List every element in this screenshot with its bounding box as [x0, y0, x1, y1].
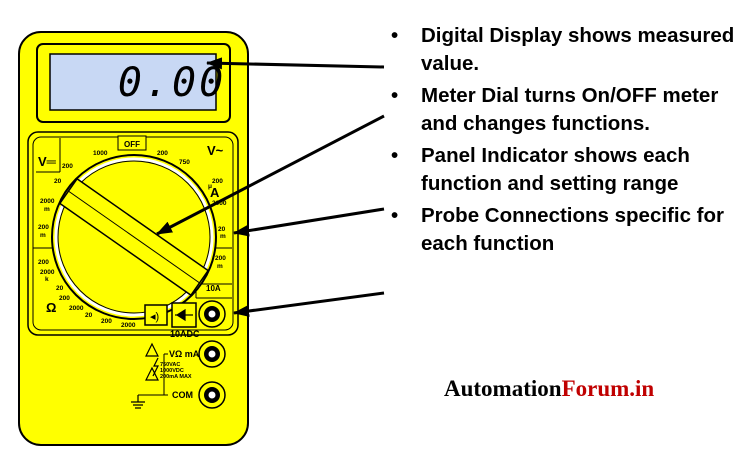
ten-adc-label: 10ADC	[170, 329, 200, 339]
warning-line-3: 200mA MAX	[160, 374, 192, 380]
scale-dca-3: 20	[218, 226, 226, 233]
scale-dca-2: 2000	[212, 200, 227, 207]
arrow-dial	[156, 114, 385, 236]
annotation-text: Meter Dial turns On/OFF meter and change…	[421, 84, 719, 135]
bullet-dot: •	[391, 204, 399, 227]
annotation-dial: • Meter Dial turns On/OFF meter and chan…	[386, 82, 746, 138]
ten-a-label: 10A	[206, 284, 221, 293]
jack-10a[interactable]	[198, 300, 226, 328]
scale-ohm-1: 2000	[40, 269, 55, 276]
scale-dcv-4: m	[44, 206, 50, 213]
annotation-panel: • Panel Indicator shows each function an…	[386, 142, 746, 198]
bullet-dot: •	[391, 24, 399, 47]
diode-icon	[175, 308, 193, 322]
pointer-arrows	[156, 57, 385, 317]
brand-part-2: Forum.in	[561, 376, 655, 401]
annotation-probes: • Probe Connections specific for each fu…	[386, 202, 746, 258]
warning-line-2: 1000VDC	[160, 368, 184, 374]
warning-triangle-icon	[145, 342, 159, 381]
current-label: A	[210, 185, 220, 200]
brand-part-1: Automation	[444, 376, 562, 401]
jack-com[interactable]	[198, 381, 226, 409]
ohm-label: Ω	[46, 300, 56, 315]
com-label: COM	[172, 390, 193, 400]
arrow-probes	[233, 291, 385, 317]
scale-dca-4: m	[220, 233, 226, 240]
bullet-dot: •	[391, 84, 399, 107]
scale-ohm-3: 20	[56, 285, 64, 292]
scale-dca-1: μ	[208, 183, 212, 190]
scale-dca-5: 200	[215, 255, 226, 262]
scale-dcv-2: 20	[54, 178, 62, 185]
scale-dcv-1: 200	[62, 163, 73, 170]
annotation-text: Probe Connections specific for each func…	[421, 204, 724, 255]
bullet-dot: •	[391, 144, 399, 167]
annotation-text: Digital Display shows measured value.	[421, 24, 735, 75]
scale-labels: 1000 200 20 2000 m 200 m 200 750 200 μ 2…	[38, 150, 227, 329]
scale-dca-0: 200	[212, 178, 223, 185]
arrow-panel	[233, 207, 385, 237]
arrow-display	[206, 57, 385, 70]
display-reading: 0.00	[118, 60, 226, 106]
scale-dca-6: m	[217, 263, 223, 270]
scale-ohm-2: k	[45, 276, 49, 283]
scale-acv-0: 200	[157, 150, 168, 157]
scale-dcv-6: m	[40, 232, 46, 239]
scale-dcv-5: 200	[38, 224, 49, 231]
lightning-icon	[152, 357, 159, 377]
scale-ohm-5: 2000	[69, 305, 84, 312]
annotation-list: • Digital Display shows measured value. …	[386, 22, 746, 262]
scale-dcv-3: 2000	[40, 198, 55, 205]
sound-icon: ◂)	[150, 311, 159, 323]
annotation-display: • Digital Display shows measured value.	[386, 22, 746, 78]
off-label: OFF	[124, 140, 140, 149]
scale-dcv-0: 1000	[93, 150, 108, 157]
rotary-dial[interactable]	[51, 154, 217, 320]
scale-ohm-8: 2000	[121, 322, 136, 329]
scale-ohm-4: 200	[59, 295, 70, 302]
dcv-label: V═	[38, 154, 57, 169]
probe-jacks: ◂) 10ADC VΩ mA COM 750VAC 1000V	[131, 300, 226, 409]
vohm-ma-label: VΩ mA	[169, 349, 200, 359]
scale-ohm-0: 200	[38, 259, 49, 266]
scale-ohm-6: 20	[85, 312, 93, 319]
scale-acv-1: 750	[179, 159, 190, 166]
annotation-text: Panel Indicator shows each function and …	[421, 144, 690, 195]
acv-label: V~	[207, 143, 224, 158]
jack-vohm-ma[interactable]	[198, 340, 226, 368]
warning-line-1: 750VAC	[160, 362, 180, 368]
ground-icon	[131, 395, 145, 409]
scale-ohm-7: 200	[101, 318, 112, 325]
digital-display: 0.00	[36, 43, 231, 123]
brand-watermark: AutomationForum.in	[444, 376, 654, 402]
